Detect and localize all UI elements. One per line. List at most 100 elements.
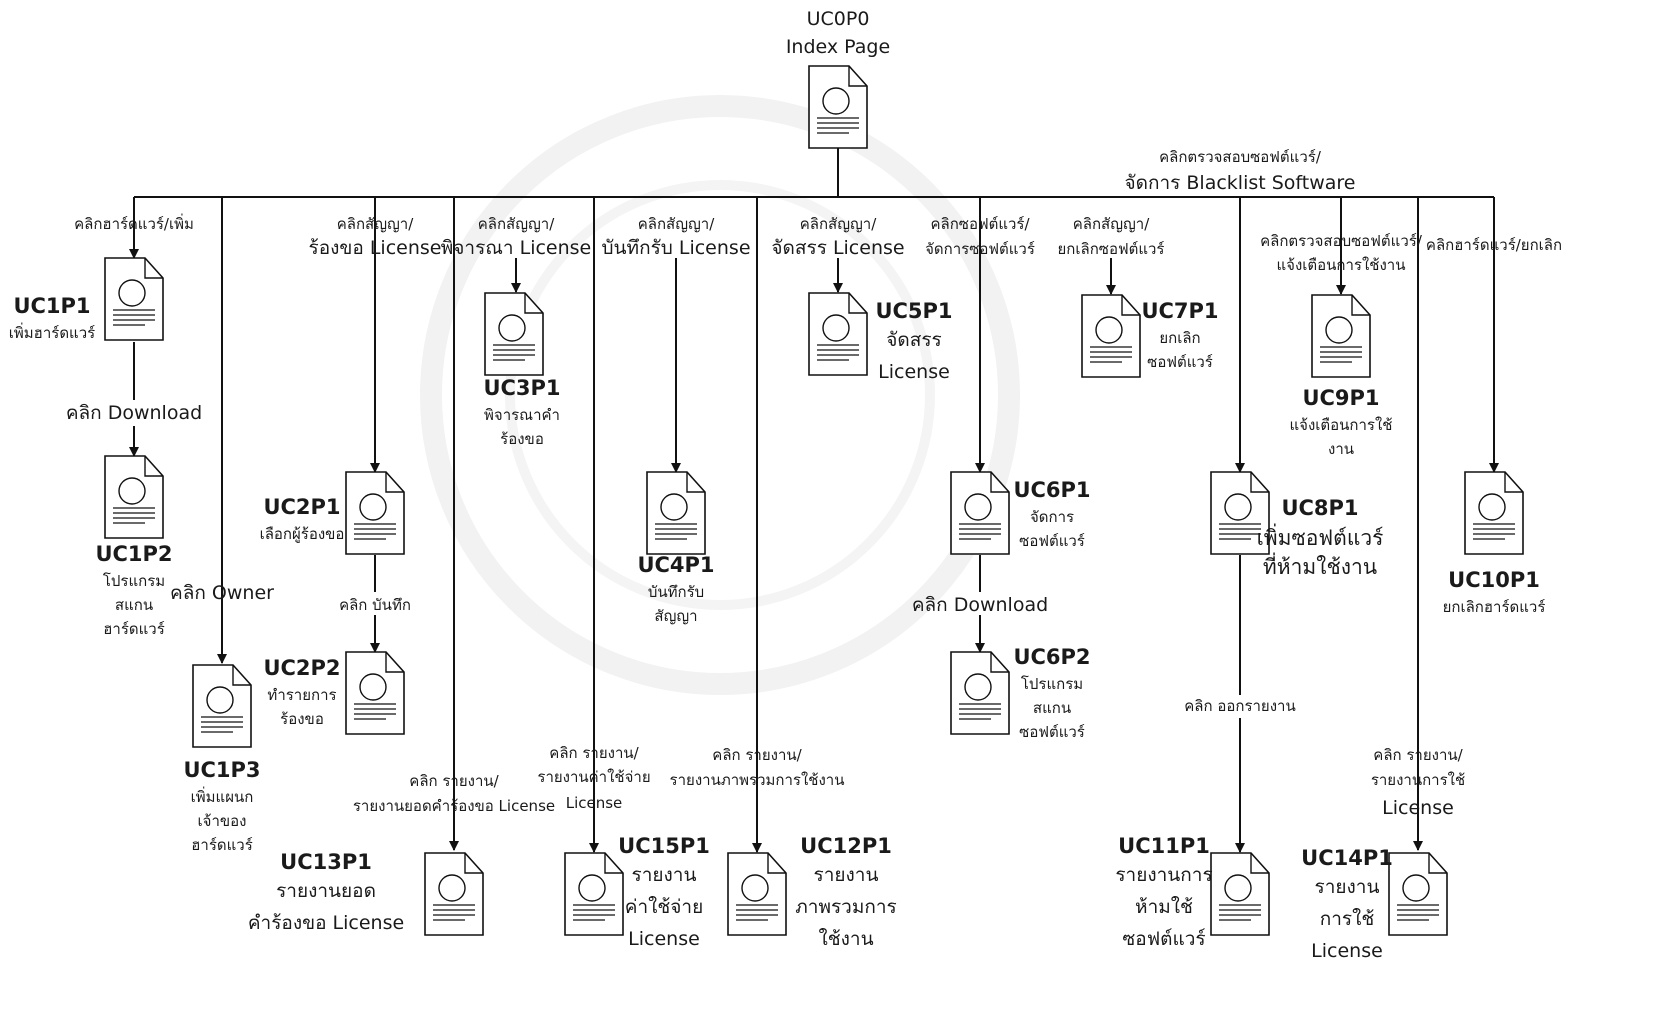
page-icon-uc14p1[interactable] <box>1388 852 1448 936</box>
page-icon-uc11p1[interactable] <box>1210 852 1270 936</box>
link-label-download-1: คลิก Download <box>65 402 203 424</box>
page-code-uc1p1: UC1P1 <box>13 294 91 318</box>
link-label-download-6: คลิก Download <box>911 594 1049 616</box>
page-code-uc1p2: UC1P2 <box>95 542 173 566</box>
page-desc-uc15p1-1: รายงาน <box>631 864 697 886</box>
page-code-uc8p1: UC8P1 <box>1281 496 1359 520</box>
branch-label-report-cost-2: รายงานค่าใช้จ่าย <box>537 768 651 786</box>
page-icon-uc9p1[interactable] <box>1311 294 1371 378</box>
page-code-uc2p2: UC2P2 <box>263 656 341 680</box>
page-desc-uc13p1-1: รายงานยอด <box>276 880 376 902</box>
branch-label-hardware-add: คลิกฮาร์ดแวร์/เพิ่ม <box>74 215 194 233</box>
page-desc-uc12p1-1: รายงาน <box>813 864 879 886</box>
branch-label-software-manage-2: จัดการซอฟต์แวร์ <box>925 240 1035 258</box>
page-icon-uc1p1[interactable] <box>104 257 164 341</box>
page-icon-uc3p1[interactable] <box>484 292 544 376</box>
page-desc-uc8p1-1: เพิ่มซอฟต์แวร์ <box>1256 526 1384 550</box>
page-icon-uc15p1[interactable] <box>564 852 624 936</box>
page-desc-uc9p1-2: งาน <box>1327 440 1355 458</box>
page-desc-uc1p1-1: เพิ่มฮาร์ดแวร์ <box>8 324 96 342</box>
page-desc-uc15p1-3: License <box>628 928 700 950</box>
page-desc-uc4p1-2: สัญญา <box>654 607 698 625</box>
branch-label-blacklist: คลิกตรวจสอบซอฟต์แวร์/ <box>1159 148 1321 166</box>
page-icon-uc6p2[interactable] <box>950 651 1010 735</box>
page-desc-uc14p1-2: การใช้ <box>1319 908 1375 930</box>
link-label-save-2: คลิก บันทึก <box>339 596 411 614</box>
branch-label-report-cost-3: License <box>565 794 623 812</box>
branch-label-report-license-usage: คลิก รายงาน/ <box>1373 746 1463 764</box>
page-desc-uc6p2-1: โปรแกรม <box>1020 675 1084 693</box>
page-icon-uc5p1[interactable] <box>808 292 868 376</box>
page-icon-uc2p1[interactable] <box>345 471 405 555</box>
page-code-uc4p1: UC4P1 <box>637 553 715 577</box>
page-desc-uc6p2-2: สแกน <box>1032 699 1072 717</box>
page-desc-uc12p1-3: ใช้งาน <box>818 928 874 950</box>
page-desc-uc12p1-2: ภาพรวมการ <box>795 896 897 918</box>
page-code-uc11p1: UC11P1 <box>1118 834 1210 858</box>
page-desc-uc1p3-2: เจ้าของ <box>197 812 247 830</box>
branch-label-usage-alert: คลิกตรวจสอบซอฟต์แวร์/ <box>1260 232 1422 250</box>
page-desc-uc4p1-1: บันทึกรับ <box>647 583 705 601</box>
page-desc-uc1p3-3: ฮาร์ดแวร์ <box>191 836 253 854</box>
page-desc-uc3p1-2: ร้องขอ <box>500 430 544 448</box>
page-desc-uc14p1-1: รายงาน <box>1314 876 1380 898</box>
page-code-uc10p1: UC10P1 <box>1448 568 1540 592</box>
branch-label-report-license-usage-2: รายงานการใช้ <box>1370 771 1466 789</box>
root-title: Index Page <box>785 36 891 58</box>
page-code-uc15p1: UC15P1 <box>618 834 710 858</box>
branch-label-report-cost: คลิก รายงาน/ <box>549 744 639 762</box>
branch-label-owner: คลิก Owner <box>170 582 274 604</box>
branch-label-blacklist-2: จัดการ Blacklist Software <box>1124 172 1356 194</box>
page-desc-uc11p1-1: รายงานการ <box>1115 864 1213 886</box>
branch-label-report-blacklist: คลิก ออกรายงาน <box>1184 697 1296 715</box>
page-icon-uc8p1[interactable] <box>1210 471 1270 555</box>
branch-label-contract-consider-2: พิจารณา License <box>440 237 592 259</box>
page-desc-uc6p1-2: ซอฟต์แวร์ <box>1019 532 1085 550</box>
branch-label-report-request: คลิก รายงาน/ <box>409 772 499 790</box>
page-desc-uc5p1-1: จัดสรร <box>886 329 942 351</box>
branch-label-report-license-usage-3: License <box>1382 797 1454 819</box>
branch-label-report-request-2: รายงานยอดคำร้องขอ License <box>352 797 556 815</box>
page-icon-uc4p1[interactable] <box>646 471 706 555</box>
page-icon-uc6p1[interactable] <box>950 471 1010 555</box>
watermark-seal-inner <box>505 180 935 610</box>
page-code-uc7p1: UC7P1 <box>1141 299 1219 323</box>
page-icon-uc10p1[interactable] <box>1464 471 1524 555</box>
page-icon-uc12p1[interactable] <box>727 852 787 936</box>
page-icon-uc13p1[interactable] <box>424 852 484 936</box>
page-desc-uc14p1-3: License <box>1311 940 1383 962</box>
page-icon-uc1p3[interactable] <box>192 664 252 748</box>
branch-label-report-overview: คลิก รายงาน/ <box>712 746 802 764</box>
page-icon-uc0p0[interactable] <box>808 65 868 149</box>
page-desc-uc1p2-3: ฮาร์ดแวร์ <box>103 620 165 638</box>
branch-label-contract-request: คลิกสัญญา/ <box>336 215 414 233</box>
page-desc-uc13p1-2: คำร้องขอ License <box>247 912 405 934</box>
page-desc-uc2p1-1: เลือกผู้ร้องขอ <box>259 525 345 543</box>
branch-label-contract-allocate: คลิกสัญญา/ <box>799 215 877 233</box>
page-desc-uc15p1-2: ค่าใช้จ่าย <box>624 896 704 918</box>
page-code-uc3p1: UC3P1 <box>483 376 561 400</box>
page-code-uc1p3: UC1P3 <box>183 758 261 782</box>
page-desc-uc9p1-1: แจ้งเตือนการใช้ <box>1289 416 1393 434</box>
page-code-uc14p1: UC14P1 <box>1301 846 1393 870</box>
branch-label-usage-alert-2: แจ้งเตือนการใช้งาน <box>1276 256 1406 274</box>
branch-label-contract-consider: คลิกสัญญา/ <box>477 215 555 233</box>
page-desc-uc1p2-1: โปรแกรม <box>102 572 166 590</box>
page-desc-uc7p1-2: ซอฟต์แวร์ <box>1147 353 1213 371</box>
branch-label-contract-allocate-2: จัดสรร License <box>771 237 905 259</box>
branch-label-contract-cancel: คลิกสัญญา/ <box>1072 215 1150 233</box>
root-code: UC0P0 <box>806 8 870 30</box>
page-code-uc2p1: UC2P1 <box>263 495 341 519</box>
page-desc-uc11p1-2: ห้ามใช้ <box>1135 896 1193 918</box>
page-icon-uc2p2[interactable] <box>345 651 405 735</box>
page-icon-uc1p2[interactable] <box>104 455 164 539</box>
branch-label-contract-record: คลิกสัญญา/ <box>637 215 715 233</box>
branch-label-hardware-cancel: คลิกฮาร์ดแวร์/ยกเลิก <box>1425 236 1563 254</box>
page-desc-uc11p1-3: ซอฟต์แวร์ <box>1122 928 1206 950</box>
page-code-uc6p2: UC6P2 <box>1013 645 1091 669</box>
page-desc-uc3p1-1: พิจารณาคำ <box>484 406 560 424</box>
page-icon-uc7p1[interactable] <box>1081 294 1141 378</box>
page-code-uc6p1: UC6P1 <box>1013 478 1091 502</box>
